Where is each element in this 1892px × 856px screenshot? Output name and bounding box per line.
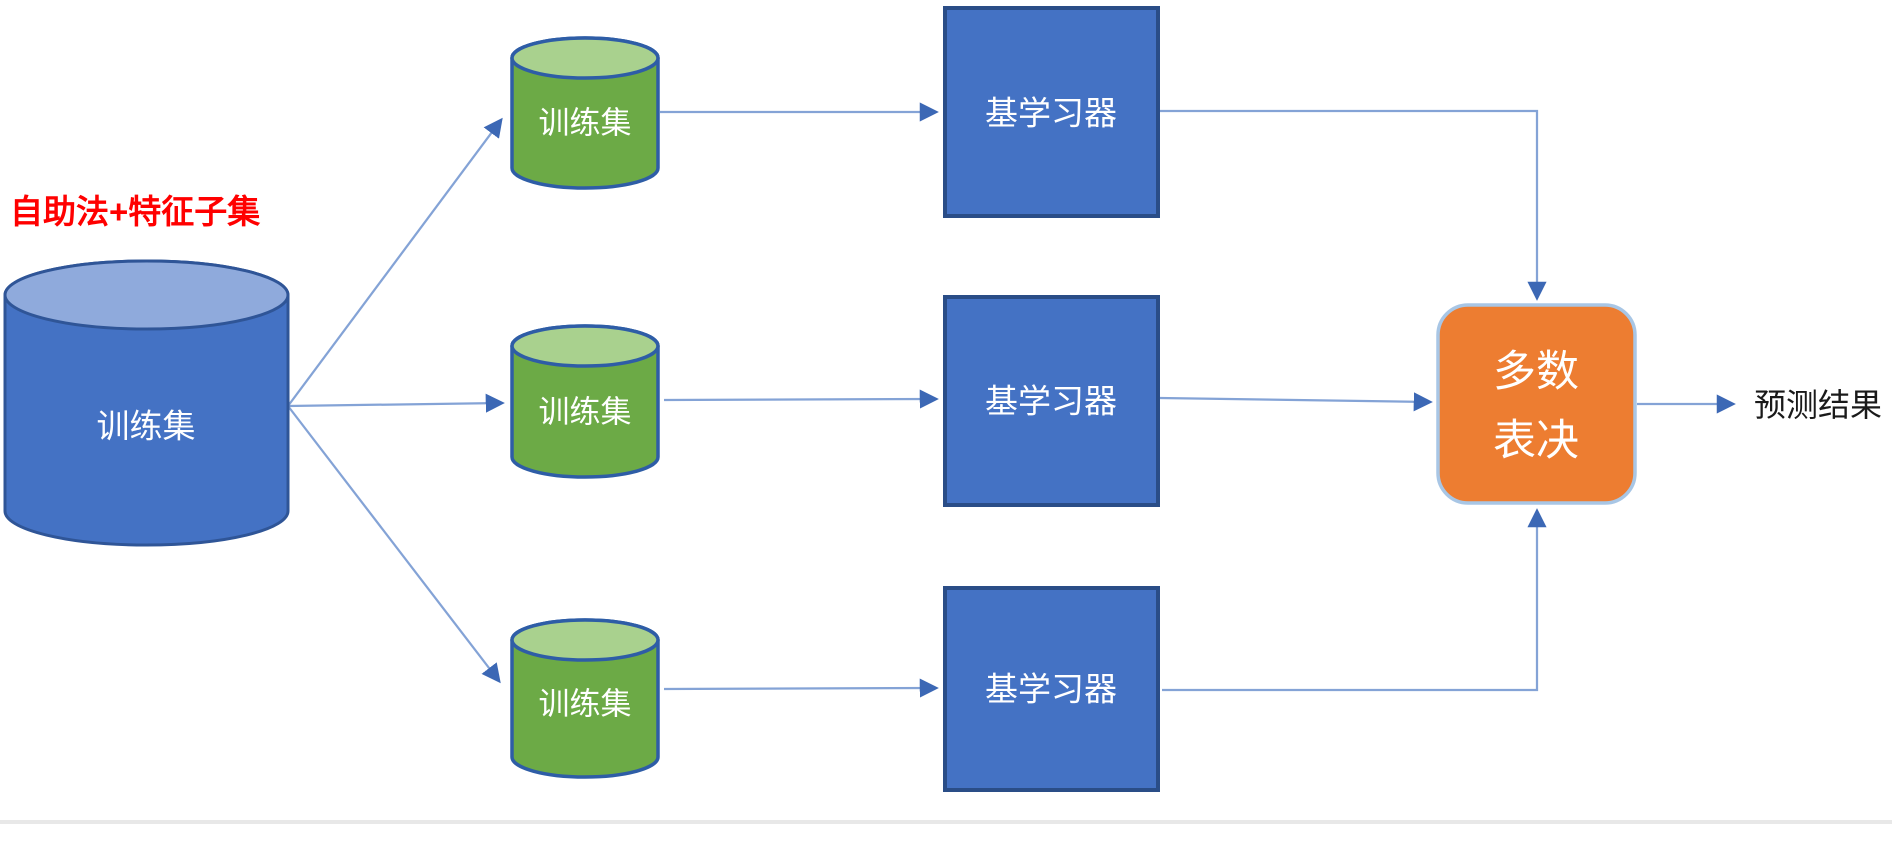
- edge-source-to-sample2: [287, 393, 505, 413]
- sample2-label: 训练集: [539, 395, 632, 430]
- learner1-label: 基学习器: [985, 95, 1117, 132]
- vote-label-line1: 多数: [1493, 348, 1579, 396]
- sample-cylinder-1: 训练集: [510, 36, 660, 190]
- edge-learner1-to-vote: [1160, 109, 1547, 301]
- edge-learner2-to-vote: [1159, 392, 1433, 412]
- sample1-top: [510, 36, 660, 80]
- edge-source-to-sample3: [287, 405, 501, 684]
- learner3-box: [943, 586, 1160, 792]
- base-learner-2: 基学习器: [943, 295, 1160, 507]
- edge-source-to-sample1: [287, 117, 503, 407]
- learner1-box: [943, 6, 1160, 218]
- edge-sample2-to-learner2: [663, 389, 939, 409]
- sample3-label: 训练集: [539, 687, 632, 722]
- result-label: 预测结果: [1754, 387, 1882, 423]
- source-training-set-cylinder: 训练集: [3, 259, 290, 547]
- note-label: 自助法+特征子集: [10, 193, 260, 230]
- learner3-label: 基学习器: [985, 671, 1117, 708]
- learner2-label: 基学习器: [985, 383, 1117, 420]
- vote-label-line2: 表决: [1493, 417, 1579, 465]
- source-label: 训练集: [97, 408, 196, 445]
- edge-learner3-to-vote: [1162, 508, 1547, 692]
- source-cylinder-top: [3, 259, 290, 331]
- sample1-label: 训练集: [539, 106, 632, 141]
- sample2-top: [510, 324, 660, 368]
- edges: [287, 102, 1736, 698]
- edge-sample3-to-learner3: [663, 678, 939, 698]
- sample3-top: [510, 618, 660, 662]
- majority-vote-box: 多数 表决: [1436, 303, 1637, 505]
- base-learner-3: 基学习器: [943, 586, 1160, 792]
- learner2-box: [943, 295, 1160, 507]
- base-learner-1: 基学习器: [943, 6, 1160, 218]
- sample-cylinder-3: 训练集: [510, 618, 660, 779]
- sample-cylinder-2: 训练集: [510, 324, 660, 479]
- vote-box: [1436, 303, 1637, 505]
